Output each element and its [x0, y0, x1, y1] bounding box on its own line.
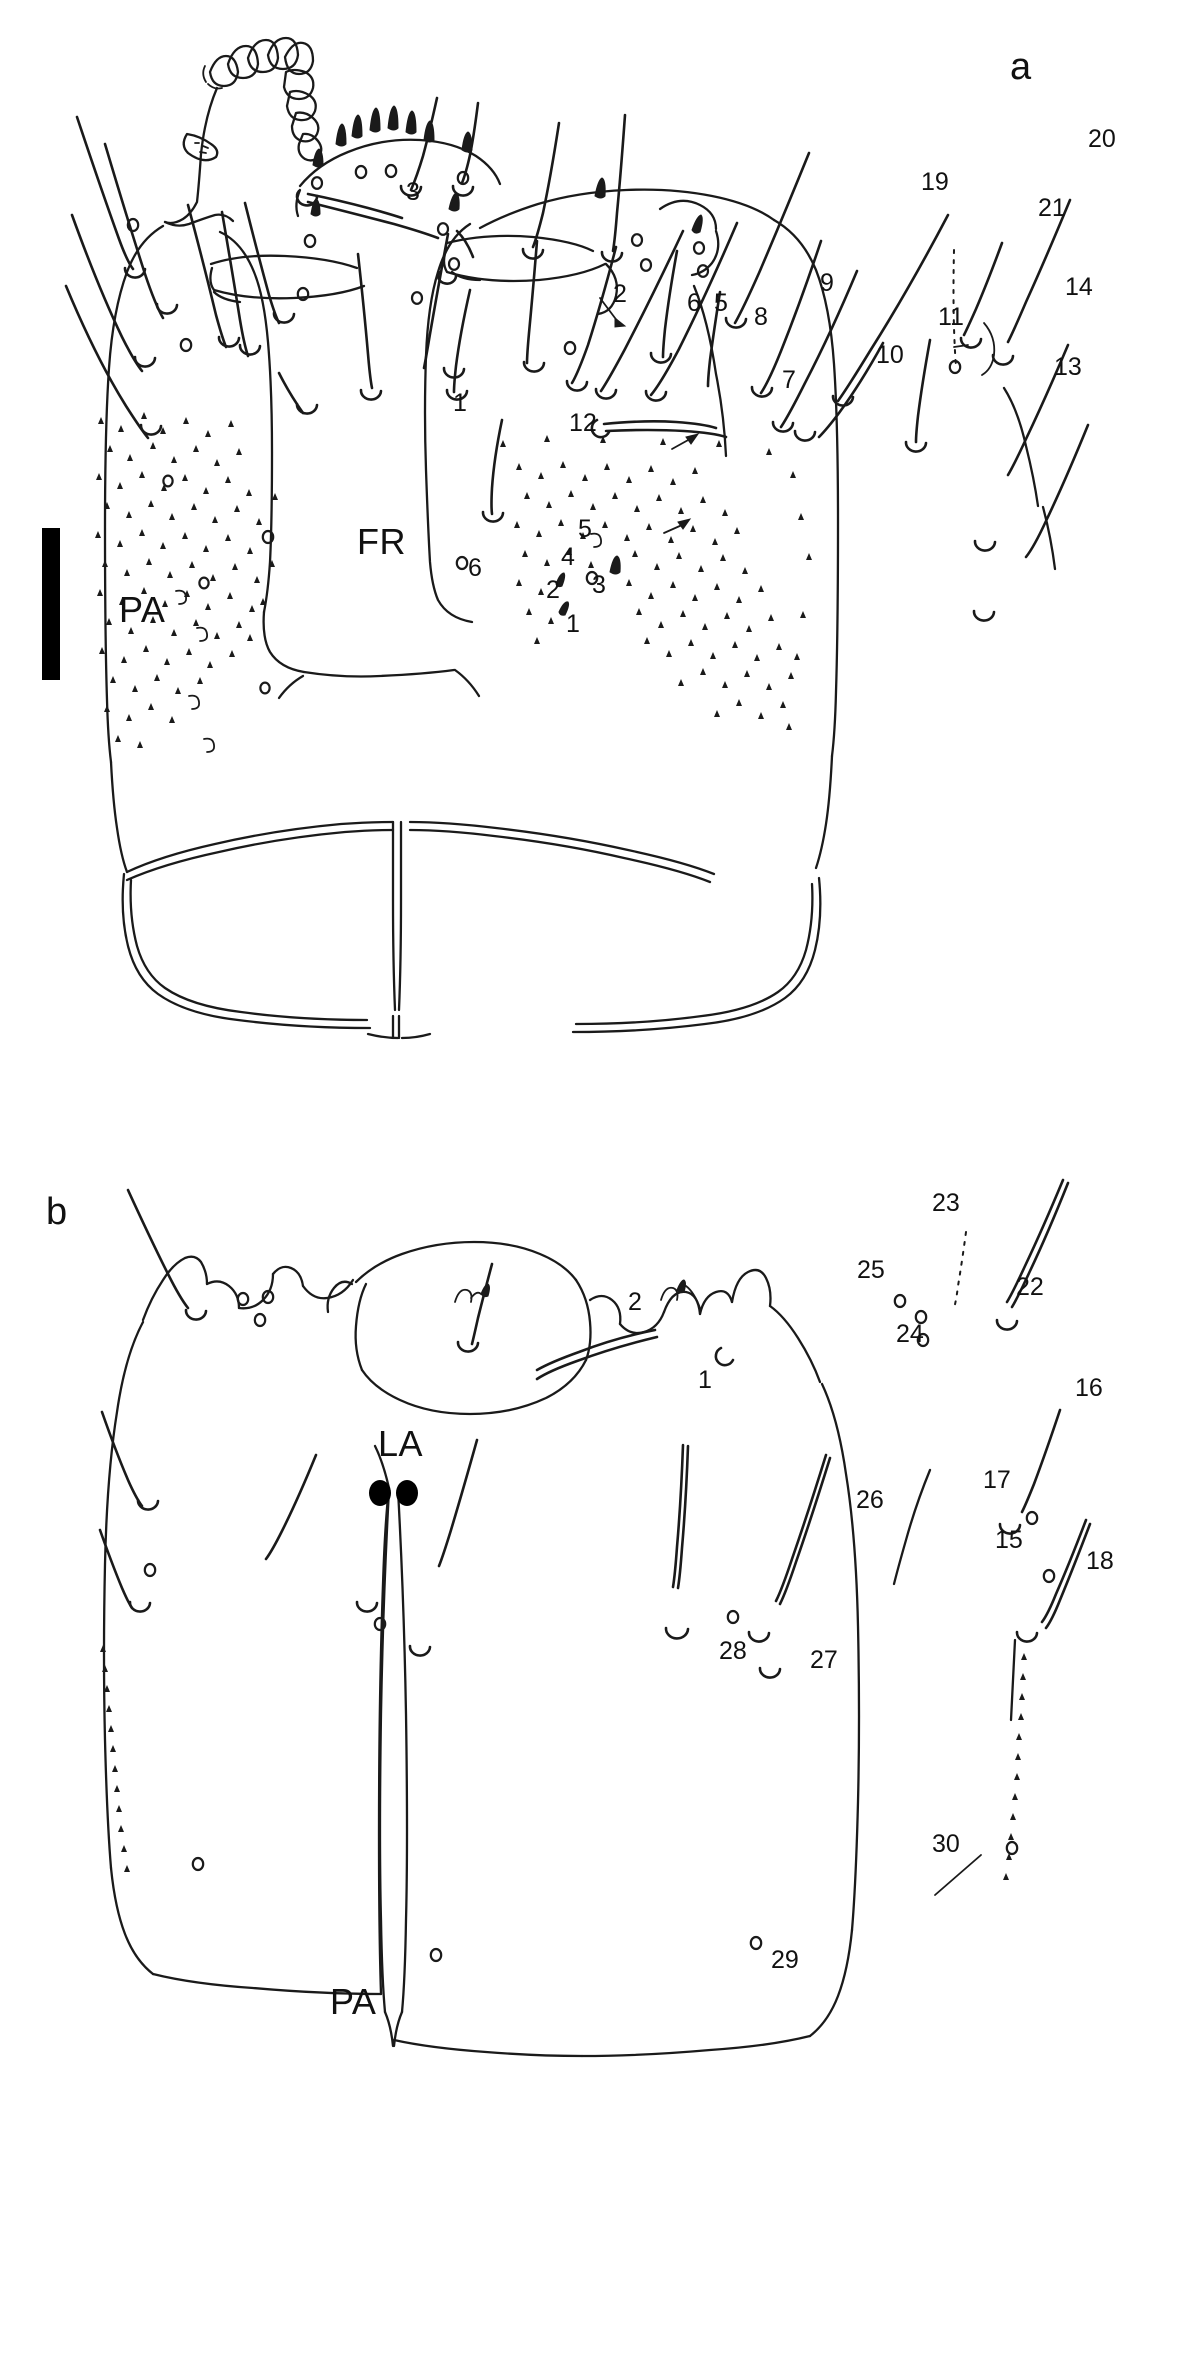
label-a-1-low: 1 — [566, 610, 580, 638]
label-a-7: 7 — [782, 366, 796, 394]
panel-a-drawing — [42, 36, 1090, 1040]
setae-center — [295, 96, 739, 523]
stipple-left — [95, 412, 278, 748]
label-b-27: 27 — [810, 1646, 838, 1674]
label-a-13: 13 — [1054, 353, 1082, 381]
label-a-19: 19 — [921, 168, 949, 196]
label-b-16: 16 — [1075, 1374, 1103, 1402]
antenna-segments — [202, 36, 323, 162]
ocellus-left — [369, 1480, 391, 1506]
label-a-fr: FR — [357, 521, 406, 562]
panel-letter-b: b — [46, 1191, 68, 1233]
label-b-pa: PA — [330, 1981, 377, 2022]
panel-b-drawing — [98, 1178, 1092, 2058]
setae-left — [64, 115, 319, 440]
label-a-3: 3 — [406, 178, 420, 206]
label-b-la: LA — [378, 1423, 424, 1464]
label-b-24: 24 — [896, 1320, 924, 1348]
label-a-2-low: 2 — [546, 576, 560, 604]
label-b-15: 15 — [995, 1526, 1023, 1554]
label-b-29: 29 — [771, 1946, 799, 1974]
label-a-pa: PA — [119, 589, 166, 630]
label-b-18: 18 — [1086, 1547, 1114, 1575]
label-a-5-mid: 5 — [714, 289, 728, 317]
label-a-9: 9 — [820, 269, 834, 297]
clypeal-spikes — [310, 105, 703, 616]
label-b-25: 25 — [857, 1256, 885, 1284]
label-b-2: 2 — [628, 1288, 642, 1316]
label-b-26: 26 — [856, 1486, 884, 1514]
label-a-3-low: 3 — [592, 571, 606, 599]
label-a-5-low: 5 — [578, 515, 592, 543]
label-a-14: 14 — [1065, 273, 1093, 301]
label-a-20: 20 — [1088, 125, 1116, 153]
setae-right — [590, 151, 1090, 622]
label-a-21: 21 — [1038, 194, 1066, 222]
panel-b-setae-right — [664, 1178, 1092, 1679]
label-a-6-mid: 6 — [687, 289, 701, 317]
label-b-28: 28 — [719, 1637, 747, 1665]
label-b-30: 30 — [932, 1830, 960, 1858]
label-a-10: 10 — [876, 341, 904, 369]
label-a-11: 11 — [938, 303, 964, 331]
label-a-6-low: 6 — [468, 554, 482, 582]
panel-b-setae-left — [98, 1188, 479, 1657]
stipple-right — [500, 435, 812, 730]
label-b-23: 23 — [932, 1189, 960, 1217]
label-b-22: 22 — [1016, 1273, 1044, 1301]
microsetae-row-right — [1003, 1653, 1027, 1880]
ocellus-right — [396, 1480, 418, 1506]
label-b-1: 1 — [698, 1366, 712, 1394]
panel-letter-a: a — [1010, 46, 1032, 88]
label-a-2-mid: 2 — [613, 280, 627, 308]
label-a-1-mid: 1 — [453, 389, 467, 417]
label-a-12: 12 — [569, 409, 597, 437]
scale-bar — [42, 528, 60, 680]
label-a-8: 8 — [754, 303, 768, 331]
label-b-17: 17 — [983, 1466, 1011, 1494]
microsetae-row-left — [100, 1645, 130, 1872]
label-a-4-low: 4 — [561, 543, 575, 571]
